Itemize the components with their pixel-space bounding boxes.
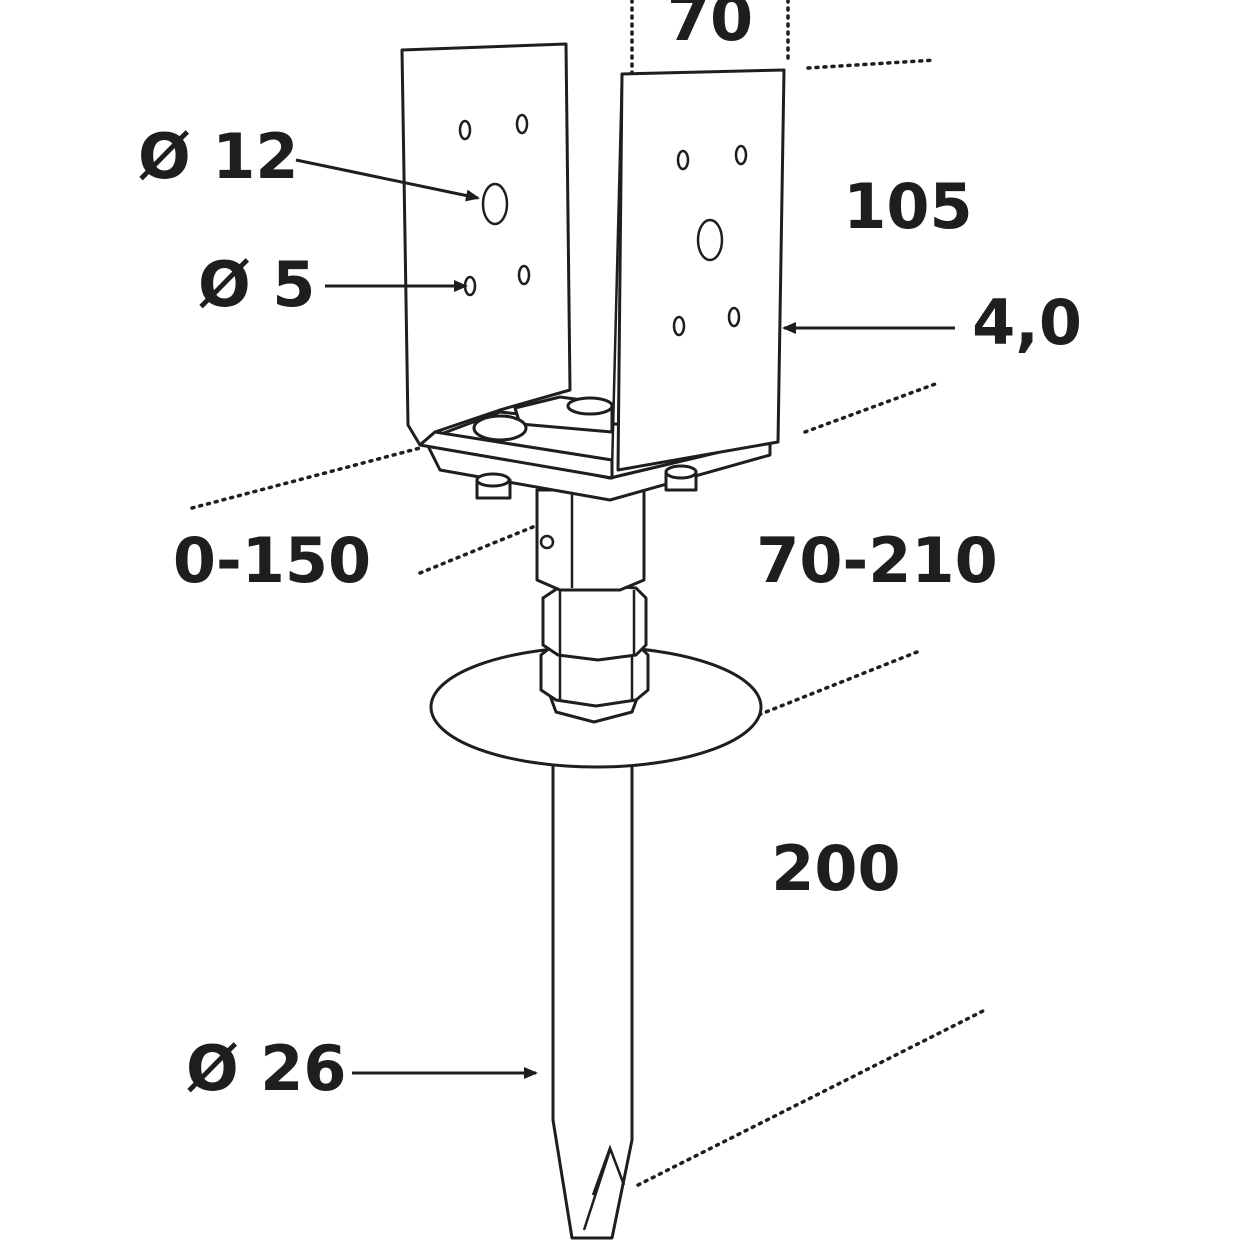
- nut-stack: [539, 583, 650, 724]
- spike-length-label: 200: [771, 832, 900, 905]
- dimension-labels: 70 105 Ø 12 Ø 5 4,0 0-150 70-210 200 Ø 2…: [138, 0, 1082, 1105]
- u-bracket: [400, 42, 786, 480]
- height-label: 105: [843, 170, 972, 243]
- left-plate-holes: [458, 113, 531, 297]
- range-label: 70-210: [756, 524, 997, 597]
- thickness-label: 4,0: [972, 286, 1082, 359]
- adjust-label: 0-150: [173, 524, 371, 597]
- width-label: 70: [667, 0, 753, 55]
- spike-diameter-label: Ø 26: [186, 1032, 347, 1105]
- arrow-big-hole: [295, 158, 480, 202]
- bolt-head-right: [664, 464, 698, 492]
- right-plate-holes: [672, 144, 748, 337]
- leader-arrows: [295, 158, 955, 1079]
- bolt-head-left: [475, 472, 512, 500]
- ground-spike: [551, 758, 634, 1240]
- threaded-tube: [535, 488, 646, 592]
- small-hole-label: Ø 5: [198, 248, 315, 321]
- big-hole-label: Ø 12: [138, 120, 299, 193]
